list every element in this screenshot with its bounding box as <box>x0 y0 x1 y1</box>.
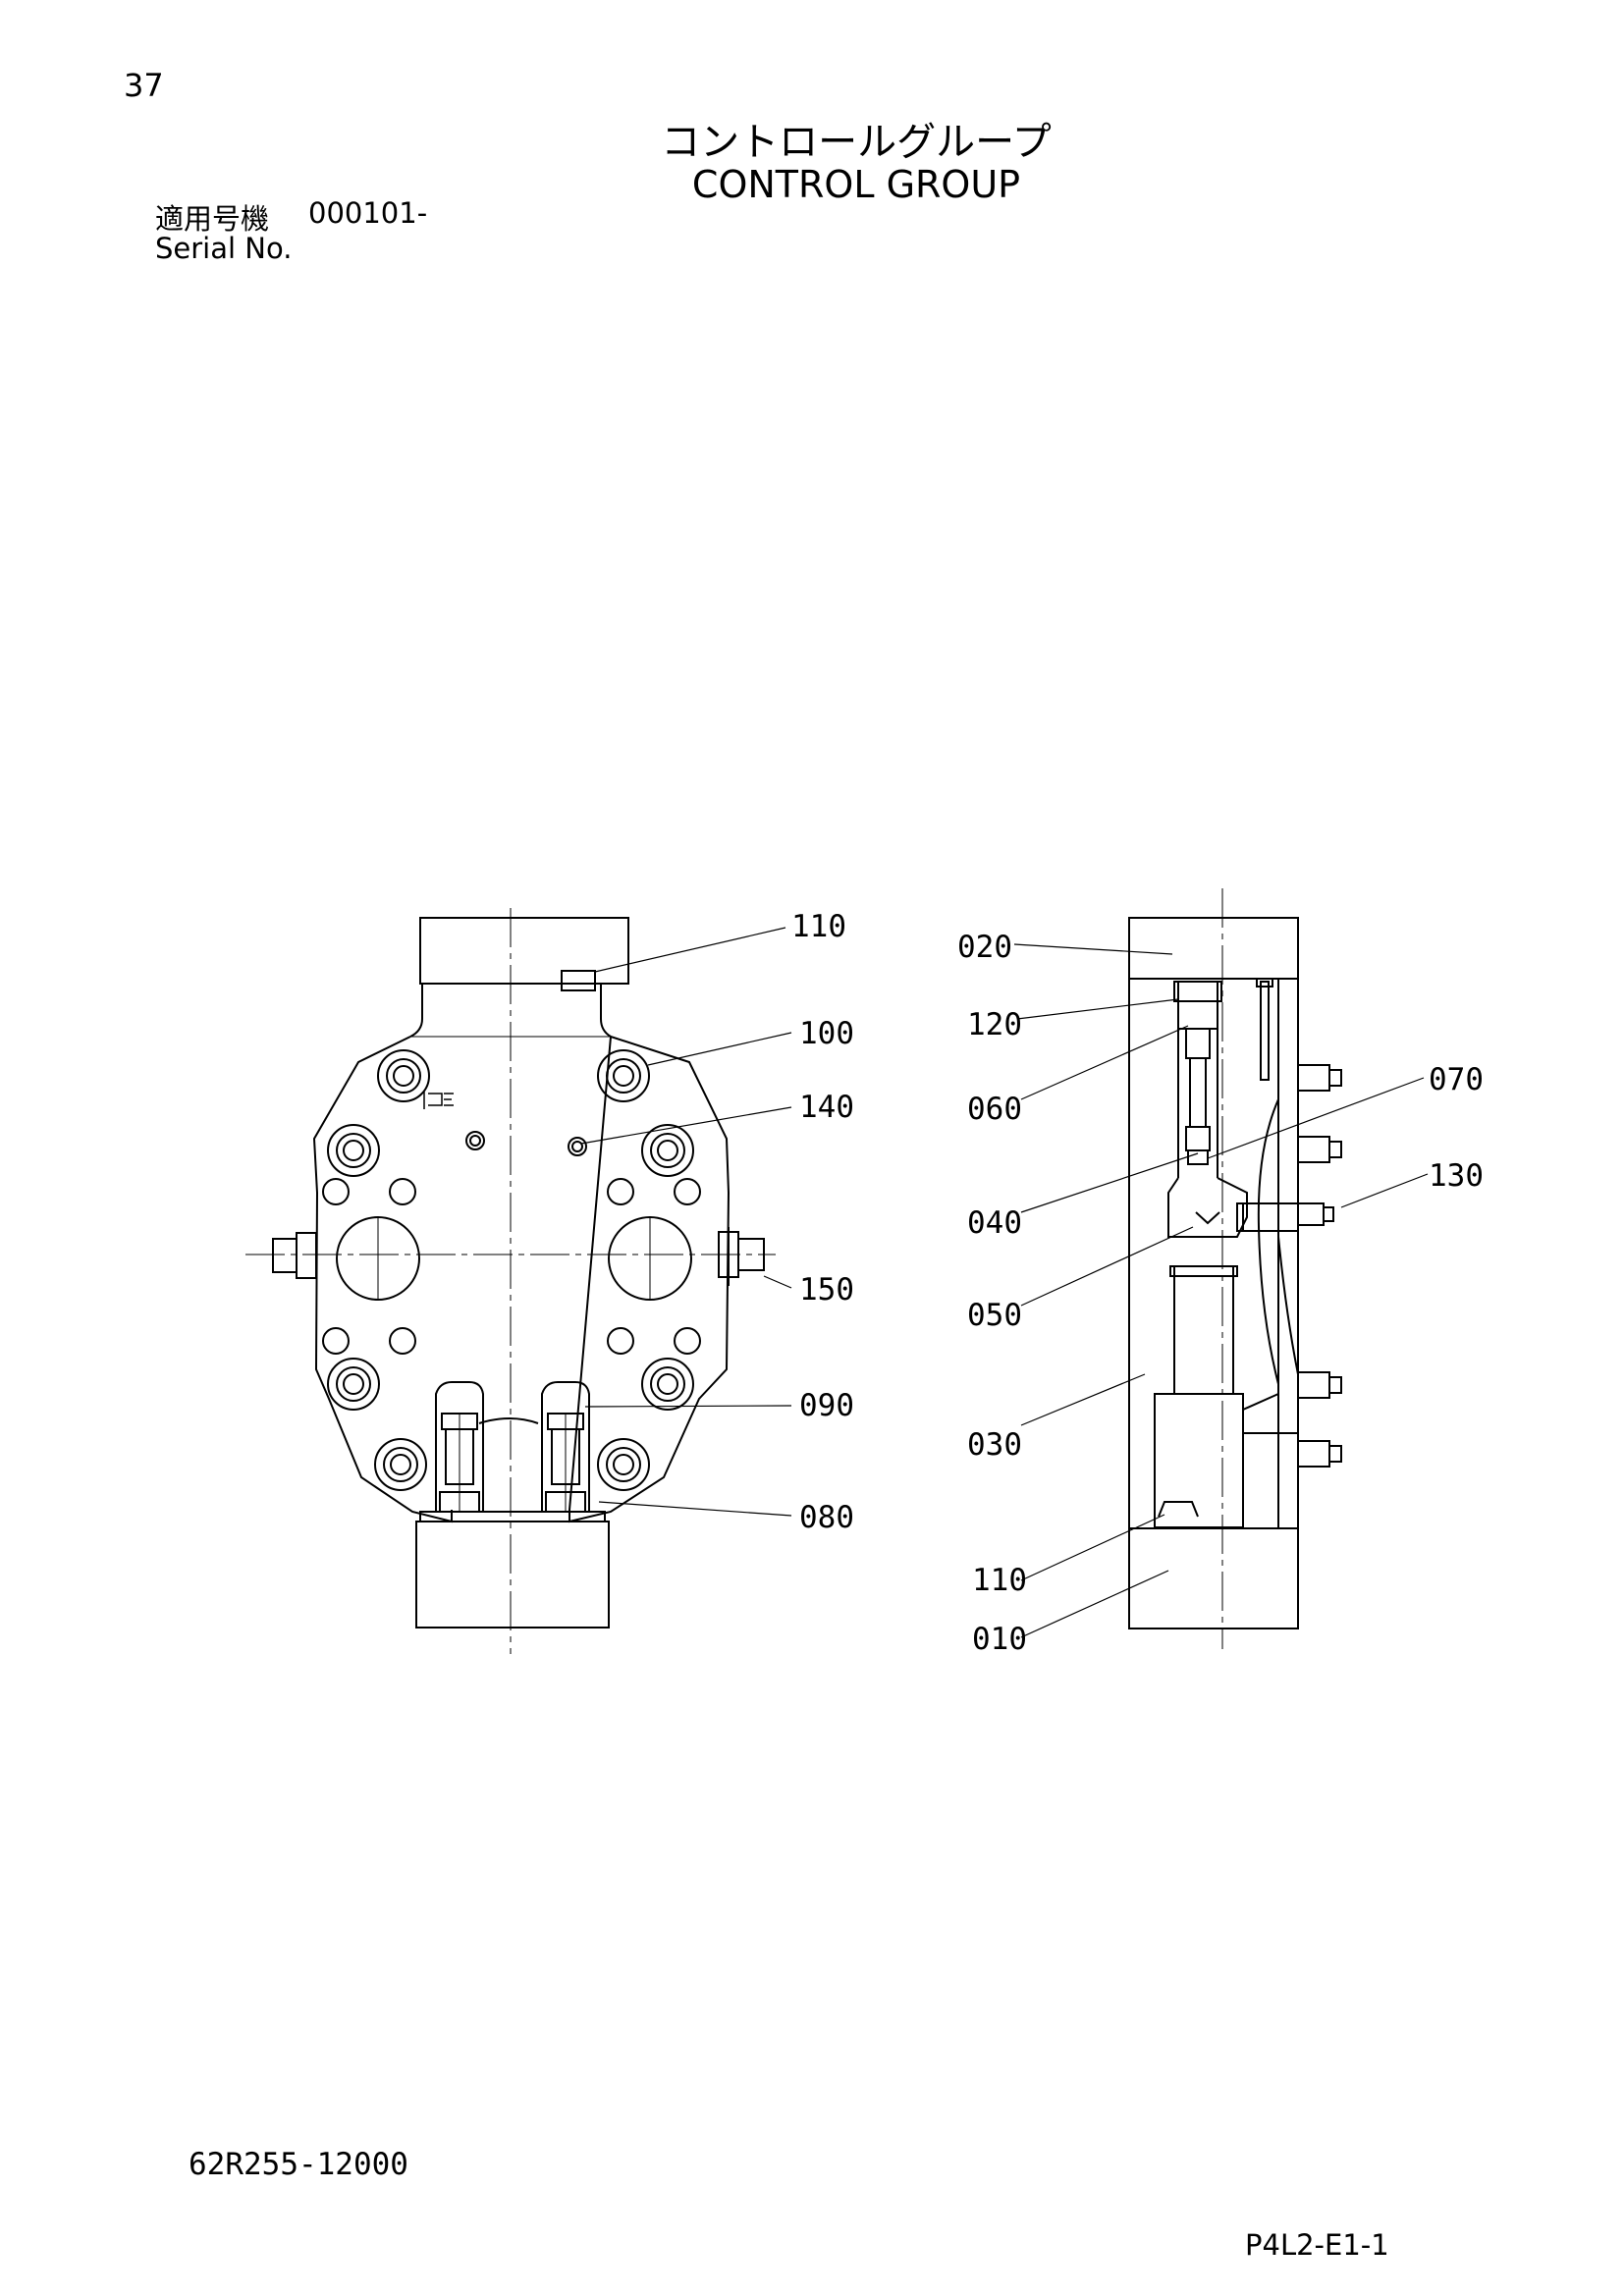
callout-front-080: 080 <box>799 1500 854 1535</box>
callout-side-060: 060 <box>967 1092 1022 1127</box>
callout-side-120: 120 <box>967 1007 1022 1042</box>
page-title-japanese: コントロールグループ <box>661 120 1052 165</box>
callout-side-010: 010 <box>972 1622 1027 1657</box>
callout-front-150: 150 <box>799 1272 854 1308</box>
bolt-holes-small <box>322 1131 701 1355</box>
front-view <box>245 908 776 1654</box>
serial-label-japanese: 適用号機 <box>155 202 270 236</box>
callout-front-090: 090 <box>799 1388 854 1423</box>
callout-front-140: 140 <box>799 1090 854 1125</box>
callout-side-130: 130 <box>1429 1158 1484 1194</box>
callout-side-030: 030 <box>967 1427 1022 1463</box>
callout-side-040: 040 <box>967 1205 1022 1241</box>
front-leader-lines <box>580 927 792 1517</box>
page-code: P4L2-E1-1 <box>1245 2228 1389 2262</box>
bolt-holes-large <box>327 1049 694 1491</box>
drawing-number: 62R255-12000 <box>189 2147 408 2182</box>
side-leader-lines <box>1013 943 1429 1638</box>
callout-side-020: 020 <box>957 930 1012 965</box>
callout-front-110: 110 <box>791 909 846 944</box>
piston-left <box>435 1381 484 1513</box>
callout-side-110: 110 <box>972 1563 1027 1598</box>
callout-side-070: 070 <box>1429 1062 1484 1097</box>
callout-front-100: 100 <box>799 1016 854 1051</box>
callout-side-050: 050 <box>967 1298 1022 1333</box>
side-view <box>1128 888 1342 1649</box>
serial-number-value: 000101- <box>308 196 428 230</box>
piston-right <box>541 1381 590 1513</box>
page-number: 37 <box>124 67 164 104</box>
page-title-english: CONTROL GROUP <box>691 163 1021 206</box>
serial-label-english: Serial No. <box>155 232 293 265</box>
